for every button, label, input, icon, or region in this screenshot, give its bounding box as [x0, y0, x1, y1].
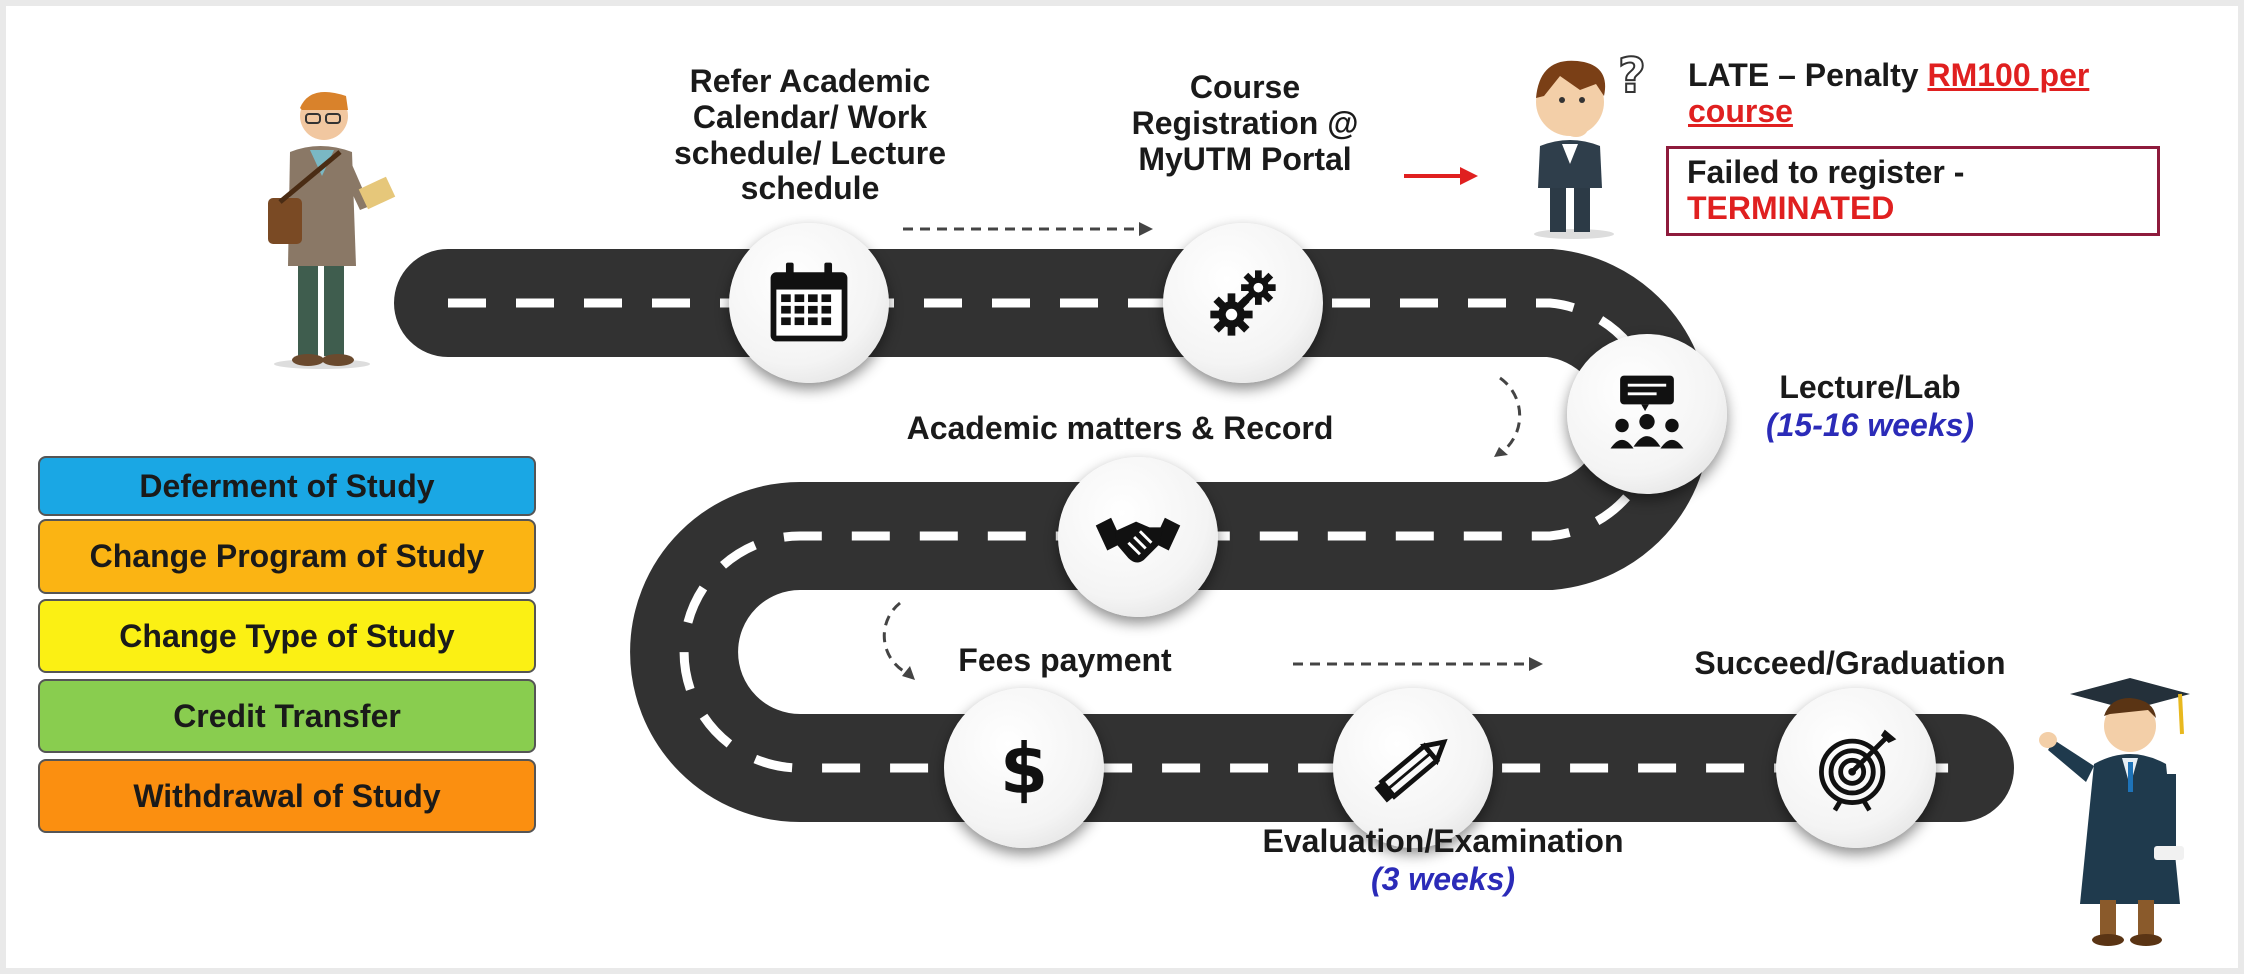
target-icon	[1819, 729, 1897, 812]
fees-step-label: Fees payment	[958, 642, 1172, 678]
registration-step-label: Course Registration @ MyUTM Portal	[1131, 69, 1359, 177]
failed-register-text: Failed to register -	[1687, 154, 1965, 190]
svg-text:$: $	[1000, 730, 1048, 810]
lecture-milestone	[1567, 334, 1727, 494]
fees-milestone: $	[944, 688, 1104, 848]
lecture-duration: (15-16 weeks)	[1765, 407, 1975, 443]
calendar-icon	[770, 262, 848, 342]
academic-step-label: Academic matters & Record	[906, 410, 1334, 446]
meeting-icon	[1610, 375, 1684, 449]
late-arrow	[1404, 167, 1478, 185]
gears-icon	[1210, 270, 1276, 336]
flow-arrows	[882, 227, 1530, 674]
registration-milestone	[1163, 223, 1323, 383]
dollar-icon: $	[1000, 730, 1048, 810]
pencil-icon	[1374, 738, 1448, 803]
evaluation-step-label: Evaluation/Examination	[1262, 823, 1624, 859]
change-program-button[interactable]: Change Program of Study	[38, 519, 536, 594]
change-type-button[interactable]: Change Type of Study	[38, 599, 536, 673]
svg-text:?: ?	[1618, 48, 1646, 104]
failed-register-box: Failed to register - TERMINATED	[1666, 146, 2160, 236]
student-figure	[268, 92, 396, 369]
thinking-person-figure: ?	[1534, 47, 1647, 239]
late-penalty-amount: RM100 per course	[1688, 57, 2090, 129]
graduate-figure	[2039, 678, 2190, 946]
deferment-button[interactable]: Deferment of Study	[38, 456, 536, 516]
graduation-milestone	[1776, 688, 1936, 848]
graduation-step-label: Succeed/Graduation	[1694, 645, 2006, 681]
credit-transfer-button[interactable]: Credit Transfer	[38, 679, 536, 753]
calendar-step-label: Refer Academic Calendar/ Work schedule/ …	[673, 63, 947, 207]
late-penalty-prefix: LATE – Penalty	[1688, 57, 1928, 93]
terminated-text: TERMINATED	[1687, 189, 1895, 226]
withdrawal-button[interactable]: Withdrawal of Study	[38, 759, 536, 833]
academic-milestone	[1058, 457, 1218, 617]
lecture-step-label: Lecture/Lab	[1779, 369, 1961, 405]
late-penalty-text: LATE – Penalty RM100 per course	[1688, 57, 2148, 130]
evaluation-duration: (3 weeks)	[1370, 861, 1516, 897]
calendar-milestone	[729, 223, 889, 383]
evaluation-milestone	[1333, 688, 1493, 848]
handshake-icon	[1095, 517, 1181, 563]
